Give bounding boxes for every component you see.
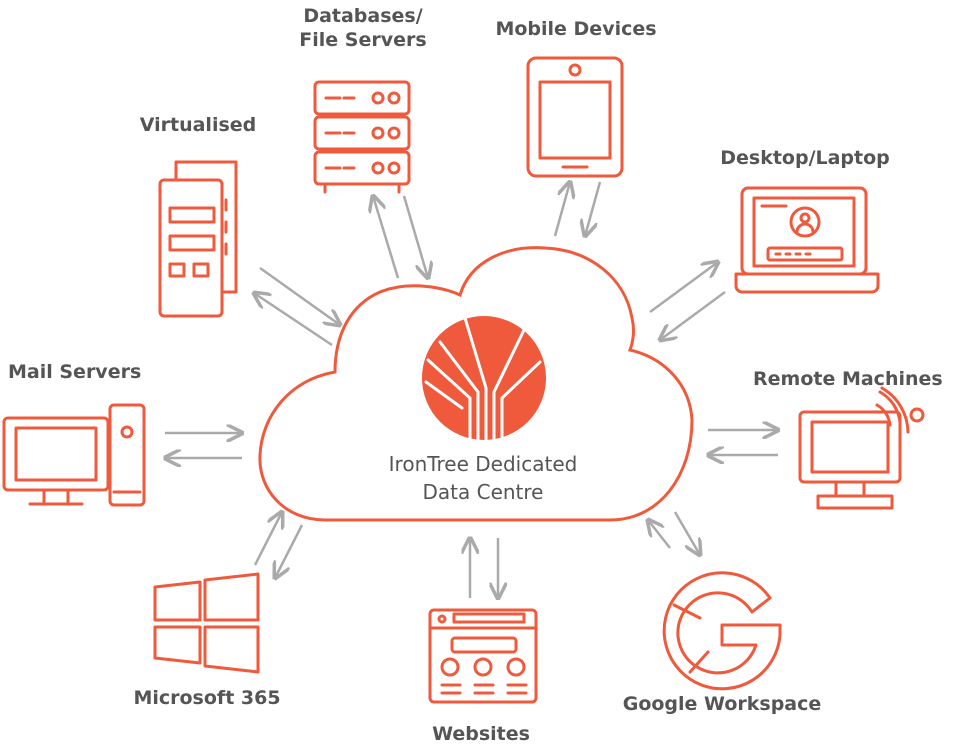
websites-label: Websites (432, 723, 530, 745)
mail-servers-label: Mail Servers (8, 361, 142, 383)
laptop-login-icon (734, 186, 880, 294)
tablet-icon (526, 56, 624, 178)
desktop-tower-icon (2, 403, 146, 507)
irontree-logo-icon (422, 316, 546, 442)
virtualised-label: Virtualised (139, 114, 257, 136)
browser-window-icon (428, 608, 538, 704)
connection-arrows (165, 182, 778, 598)
desktop-laptop-label: Desktop/Laptop (720, 147, 890, 169)
mobile-devices-label: Mobile Devices (495, 18, 657, 40)
windows-logo-icon (153, 572, 260, 674)
databases-label: Databases/ File Servers (299, 5, 427, 51)
virtual-servers-icon (158, 160, 238, 318)
google-workspace-label: Google Workspace (622, 693, 822, 715)
server-rack-icon (313, 80, 411, 194)
remote-machines-label: Remote Machines (753, 368, 943, 390)
data-centre-label: IronTree Dedicated Data Centre (388, 452, 578, 504)
remote-monitor-icon (798, 386, 925, 510)
google-logo-icon (662, 571, 782, 691)
microsoft-365-label: Microsoft 365 (133, 687, 281, 709)
